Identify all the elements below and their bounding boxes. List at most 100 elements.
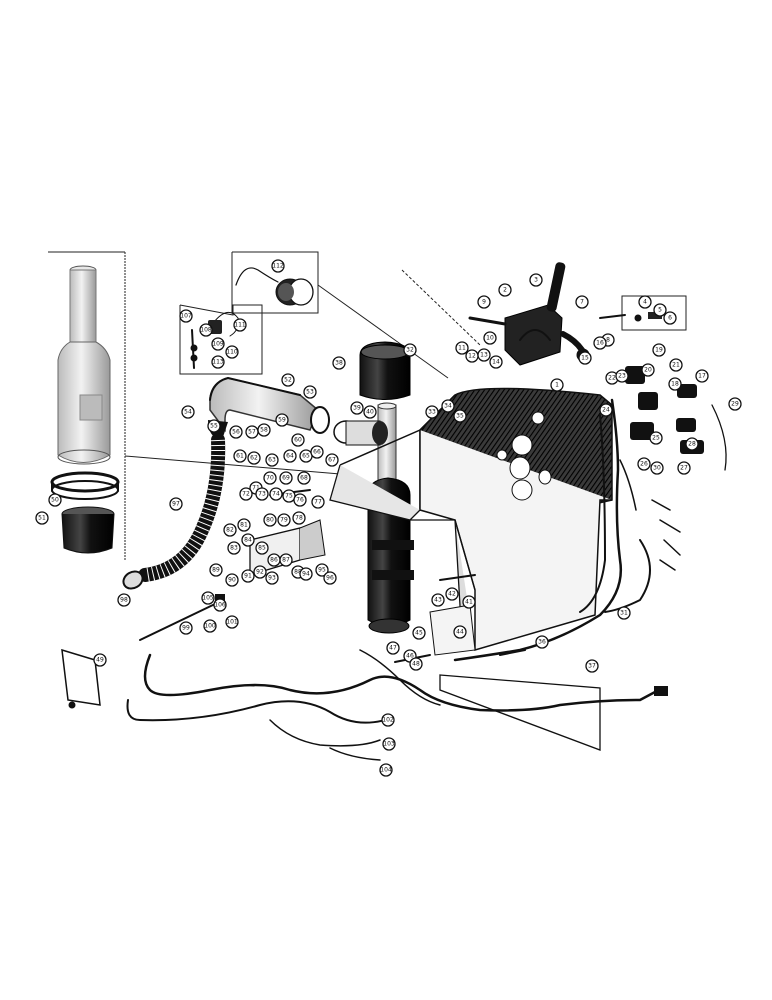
- callout-circle: [291, 433, 305, 447]
- callout-circle: [303, 385, 317, 399]
- callout-c93: 93: [265, 571, 279, 585]
- callout-number: 92: [256, 569, 264, 576]
- callout-circle: [227, 541, 241, 555]
- callout-number: 67: [328, 457, 336, 464]
- callout-c45: 45: [412, 626, 426, 640]
- callout-c91: 91: [241, 569, 255, 583]
- callout-number: 35: [456, 413, 464, 420]
- callout-c26: 26: [637, 457, 651, 471]
- callout-circle: [445, 587, 459, 601]
- callout-c76: 76: [293, 493, 307, 507]
- callout-number: 77: [314, 499, 322, 506]
- callout-number: 65: [302, 453, 310, 460]
- callout-circle: [310, 445, 324, 459]
- callout-c113: 113: [211, 355, 225, 369]
- callout-c74: 74: [269, 487, 283, 501]
- callout-c101: 101: [225, 615, 239, 629]
- callout-circle: [593, 336, 607, 350]
- air-cleaner-inset: [48, 251, 126, 560]
- callout-number: 15: [581, 355, 589, 362]
- callout-c102: 102: [381, 713, 395, 727]
- callout-c17: 17: [695, 369, 709, 383]
- callout-circle: [363, 405, 377, 419]
- callout-number: 60: [294, 437, 302, 444]
- callout-c80: 80: [263, 513, 277, 527]
- callout-number: 88: [294, 569, 302, 576]
- callout-number: 32: [406, 347, 414, 354]
- callout-circle: [117, 593, 131, 607]
- callout-circle: [279, 553, 293, 567]
- callout-number: 74: [272, 491, 280, 498]
- callout-c72: 72: [239, 487, 253, 501]
- callout-number: 21: [672, 362, 680, 369]
- callout-circle: [223, 523, 237, 537]
- callout-number: 59: [278, 417, 286, 424]
- callout-c24: 24: [599, 403, 613, 417]
- callout-number: 54: [184, 409, 192, 416]
- callout-circle: [685, 437, 699, 451]
- callout-circle: [638, 295, 652, 309]
- callout-number: 63: [268, 457, 276, 464]
- callout-number: 86: [270, 557, 278, 564]
- callout-c11: 11: [455, 341, 469, 355]
- callout-circle: [409, 657, 423, 671]
- callout-c10: 10: [483, 331, 497, 345]
- callout-c73: 73: [255, 487, 269, 501]
- callout-c109: 109: [211, 337, 225, 351]
- callout-circle: [225, 573, 239, 587]
- callout-number: 41: [465, 599, 473, 606]
- callout-c63: 63: [265, 453, 279, 467]
- callout-c82: 82: [223, 523, 237, 537]
- callout-number: 33: [428, 409, 436, 416]
- callout-c86: 86: [267, 553, 281, 567]
- callout-c56: 56: [229, 425, 243, 439]
- callout-c32: 32: [403, 343, 417, 357]
- callout-c78: 78: [292, 511, 306, 525]
- callout-c79: 79: [277, 513, 291, 527]
- callout-number: 6: [668, 315, 672, 322]
- callout-number: 26: [640, 461, 648, 468]
- callout-c6: 6: [663, 311, 677, 325]
- callout-number: 17: [698, 373, 706, 380]
- callout-circle: [93, 653, 107, 667]
- callout-number: 9: [482, 299, 486, 306]
- callout-c90: 90: [225, 573, 239, 587]
- callout-c5: 5: [653, 303, 667, 317]
- callout-c54: 54: [181, 405, 195, 419]
- callout-number: 48: [412, 661, 420, 668]
- callout-number: 25: [652, 435, 660, 442]
- callout-c35: 35: [453, 409, 467, 423]
- callout-circle: [578, 351, 592, 365]
- callout-c3: 3: [529, 273, 543, 287]
- callout-number: 40: [366, 409, 374, 416]
- callout-circle: [253, 565, 267, 579]
- callout-c67: 67: [325, 453, 339, 467]
- callout-c19: 19: [652, 343, 666, 357]
- intake-elbow-pipe: [208, 377, 330, 440]
- callout-number: 87: [282, 557, 290, 564]
- callout-c84: 84: [241, 533, 255, 547]
- callout-c25: 25: [649, 431, 663, 445]
- callout-c48: 48: [409, 657, 423, 671]
- callout-number: 75: [285, 493, 293, 500]
- callout-number: 91: [244, 573, 252, 580]
- callout-c59: 59: [275, 413, 289, 427]
- callout-c53: 53: [303, 385, 317, 399]
- callout-circle: [265, 571, 279, 585]
- callout-c105: 105: [201, 591, 215, 605]
- callout-number: 13: [480, 352, 488, 359]
- callout-number: 79: [280, 517, 288, 524]
- callout-number: 34: [444, 403, 452, 410]
- callout-number: 104: [380, 767, 392, 774]
- callout-c70: 70: [263, 471, 277, 485]
- callout-c23: 23: [615, 369, 629, 383]
- callout-number: 109: [212, 341, 224, 348]
- callout-circle: [575, 295, 589, 309]
- callout-circle: [381, 713, 395, 727]
- callout-circle: [412, 626, 426, 640]
- callout-circle: [425, 405, 439, 419]
- callout-c94: 94: [299, 567, 313, 581]
- callout-circle: [489, 355, 503, 369]
- callout-number: 72: [242, 491, 250, 498]
